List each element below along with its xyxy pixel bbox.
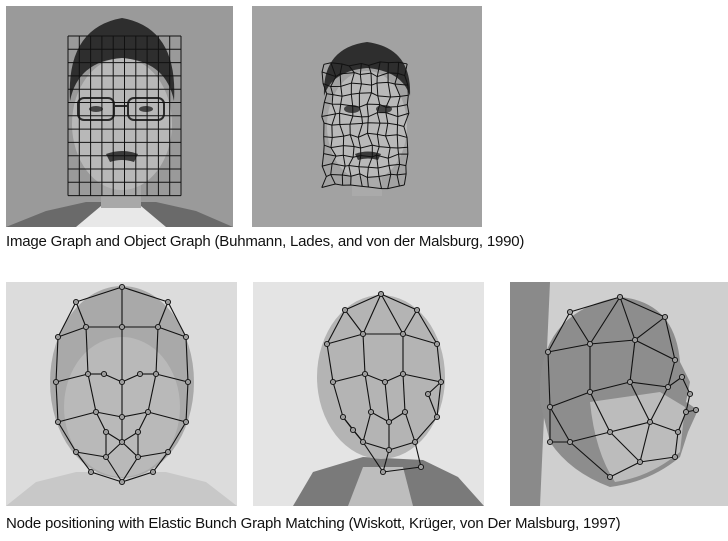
graph-node xyxy=(672,454,677,459)
graph-node xyxy=(679,374,684,379)
object-graph-photo xyxy=(252,6,482,227)
graph-node xyxy=(103,454,108,459)
graph-node xyxy=(617,294,622,299)
graph-node xyxy=(607,474,612,479)
graph-node xyxy=(382,379,387,384)
graph-node xyxy=(119,479,124,484)
bunch-graph-profile-figure xyxy=(510,282,728,506)
graph-node xyxy=(547,439,552,444)
graph-node xyxy=(587,389,592,394)
graph-node xyxy=(662,314,667,319)
bunch-graph-profile-photo xyxy=(510,282,728,506)
graph-node xyxy=(101,371,106,376)
graph-node xyxy=(567,439,572,444)
graph-node xyxy=(183,419,188,424)
graph-node xyxy=(607,429,612,434)
graph-node xyxy=(88,469,93,474)
graph-node xyxy=(675,429,680,434)
graph-node xyxy=(386,447,391,452)
graph-node xyxy=(386,419,391,424)
graph-node xyxy=(165,449,170,454)
object-graph-figure xyxy=(252,6,482,227)
graph-node xyxy=(165,299,170,304)
graph-node xyxy=(414,307,419,312)
graph-node xyxy=(434,341,439,346)
graph-node xyxy=(665,384,670,389)
graph-node xyxy=(85,371,90,376)
graph-node xyxy=(400,371,405,376)
graph-node xyxy=(185,379,190,384)
graph-node xyxy=(83,324,88,329)
graph-node xyxy=(627,379,632,384)
caption-bottom: Node positioning with Elastic Bunch Grap… xyxy=(6,515,620,532)
image-graph-photo xyxy=(6,6,233,227)
graph-node xyxy=(73,449,78,454)
graph-node xyxy=(55,334,60,339)
graph-node xyxy=(119,414,124,419)
graph-node xyxy=(400,331,405,336)
graph-node xyxy=(340,414,345,419)
graph-node xyxy=(137,371,142,376)
bunch-graph-three-quarter-photo xyxy=(253,282,484,506)
graph-node xyxy=(567,309,572,314)
graph-node xyxy=(683,409,688,414)
graph-node xyxy=(687,391,692,396)
graph-node xyxy=(418,464,423,469)
graph-node xyxy=(150,469,155,474)
graph-node xyxy=(587,341,592,346)
graph-node xyxy=(438,379,443,384)
graph-node xyxy=(93,409,98,414)
graph-node xyxy=(425,391,430,396)
graph-node xyxy=(368,409,373,414)
graph-node xyxy=(378,291,383,296)
graph-node xyxy=(330,379,335,384)
graph-node xyxy=(324,341,329,346)
graph-node xyxy=(119,439,124,444)
graph-node xyxy=(380,469,385,474)
graph-node xyxy=(647,419,652,424)
graph-node xyxy=(55,419,60,424)
graph-node xyxy=(545,349,550,354)
graph-node xyxy=(119,324,124,329)
graph-node xyxy=(119,379,124,384)
graph-node xyxy=(360,331,365,336)
graph-node xyxy=(53,379,58,384)
graph-node xyxy=(153,371,158,376)
image-graph-figure xyxy=(6,6,233,227)
graph-node xyxy=(672,357,677,362)
graph-node xyxy=(350,427,355,432)
graph-node xyxy=(119,284,124,289)
graph-node xyxy=(135,454,140,459)
graph-node xyxy=(412,439,417,444)
graph-node xyxy=(434,414,439,419)
graph-node xyxy=(103,429,108,434)
graph-node xyxy=(402,409,407,414)
graph-node xyxy=(637,459,642,464)
graph-node xyxy=(360,439,365,444)
graph-node xyxy=(632,337,637,342)
bunch-graph-frontal-photo xyxy=(6,282,237,506)
graph-node xyxy=(155,324,160,329)
graph-node xyxy=(183,334,188,339)
bunch-graph-three-quarter-figure xyxy=(253,282,484,506)
graph-node xyxy=(73,299,78,304)
caption-top: Image Graph and Object Graph (Buhmann, L… xyxy=(6,233,524,250)
graph-node xyxy=(547,404,552,409)
bunch-graph-frontal-figure xyxy=(6,282,237,506)
graph-node xyxy=(362,371,367,376)
graph-node xyxy=(342,307,347,312)
graph-node xyxy=(135,429,140,434)
graph-node xyxy=(693,407,698,412)
graph-node xyxy=(145,409,150,414)
